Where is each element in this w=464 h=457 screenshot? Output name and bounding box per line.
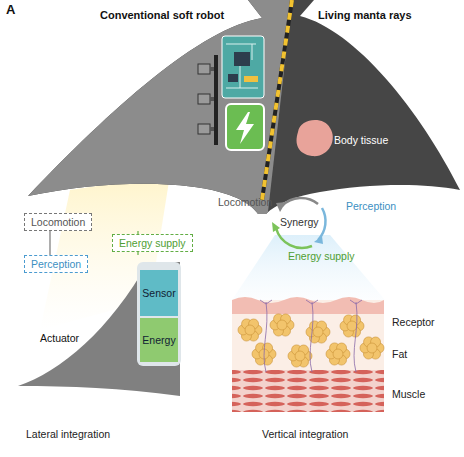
label-text: Synergy — [280, 216, 319, 228]
bracket-line — [137, 252, 138, 255]
label-text: Actuator — [40, 332, 79, 344]
label-text: Conventional soft robot — [100, 9, 224, 22]
node-text: Energy supply — [119, 237, 186, 249]
label-text: Fat — [392, 348, 407, 360]
component-box: Sensor — [140, 270, 178, 316]
dashed-box: Locomotion — [24, 213, 92, 231]
label-text: Muscle — [392, 388, 425, 400]
dashed-box: Energy supply — [112, 234, 193, 252]
label-text: Locomotion — [218, 196, 272, 208]
node-text: Locomotion — [31, 216, 85, 228]
component-box: Energy — [140, 318, 178, 362]
label-text: A — [6, 3, 15, 18]
bracket-line — [49, 231, 50, 255]
label-text: Energy supply — [288, 250, 355, 262]
label-text: Body tissue — [334, 134, 388, 146]
label-text: Receptor — [392, 316, 435, 328]
node-text: Sensor — [142, 287, 175, 299]
label-text: Vertical integration — [262, 428, 348, 440]
node-text: Perception — [31, 258, 81, 270]
node-text: Energy — [142, 334, 175, 346]
label-text: Perception — [346, 200, 396, 212]
label-text: Lateral integration — [26, 428, 110, 440]
dashed-box: Perception — [24, 255, 88, 273]
label-text: Living manta rays — [318, 9, 412, 22]
